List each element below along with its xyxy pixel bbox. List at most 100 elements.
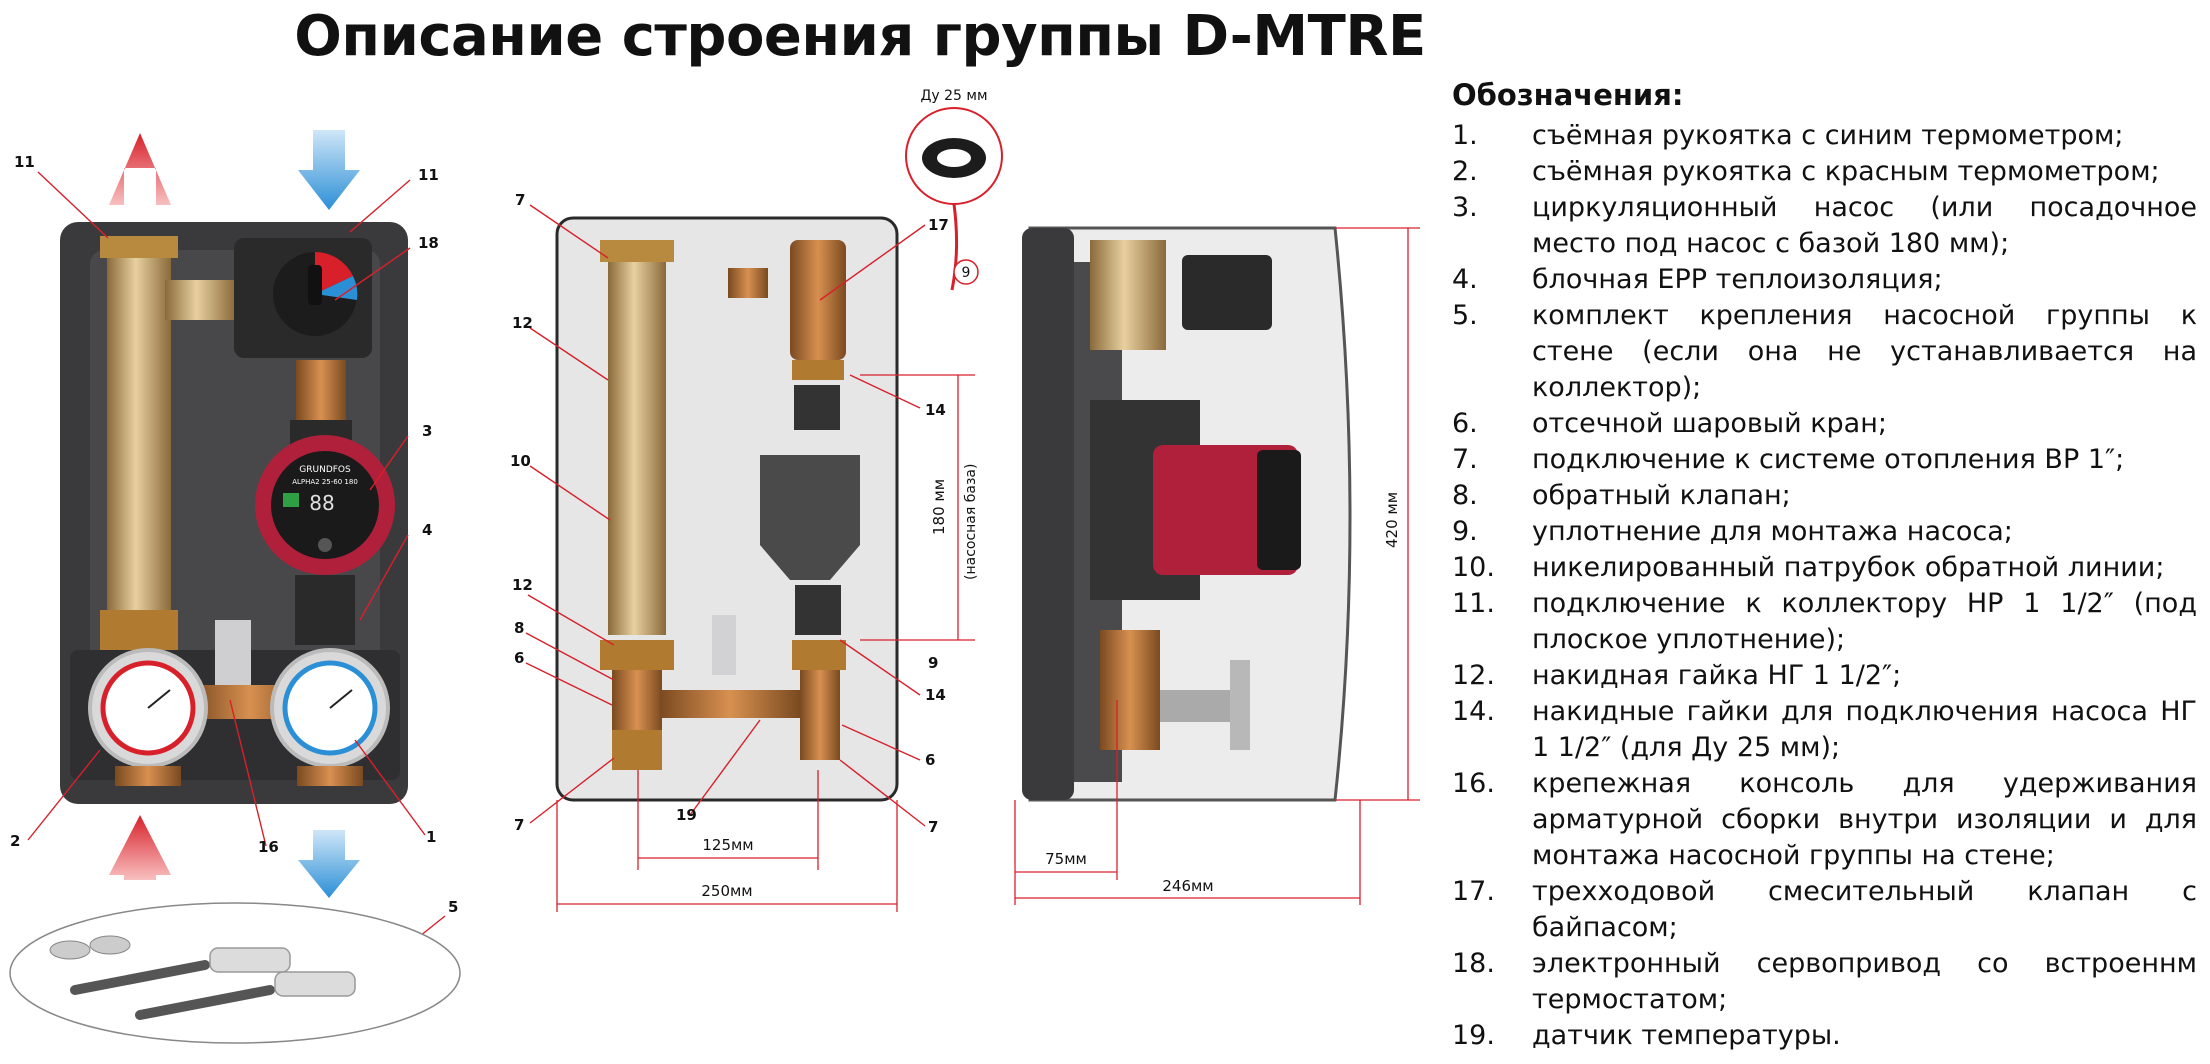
legend-item-text: электронный сервопривод со встроеннм тер… [1532,948,2197,1015]
diagram-illustration: GRUNDFOS ALPHA2 25-60 180 88 [9,88,1420,1044]
legend-item: 11. подключение к коллектору НР 1 1/2″ (п… [1452,586,2197,658]
callout-17: 17 [928,216,949,234]
hot-flow-arrow-up-icon [109,815,171,880]
legend-item-number: 4. [1452,264,1478,295]
legend-item-text: крепежная консоль для удерживания армату… [1532,768,2197,871]
legend-item-text: съёмная рукоятка с красным термометром; [1532,156,2160,187]
callout-12b: 12 [512,576,533,594]
legend-item-text: накидные гайки для подключения насоса НГ… [1532,696,2197,763]
legend-item-number: 16. [1452,768,1495,799]
callout-11b: 11 [418,166,439,184]
middle-view: Ду 25 мм 9 7 12 10 12 8 6 7 [510,88,1003,912]
callout-6a: 6 [514,649,524,667]
legend-item-text: уплотнение для монтажа насоса; [1532,516,2013,547]
legend-item-text: никелированный патрубок обратной линии; [1532,552,2165,583]
callout-6b: 6 [925,751,935,769]
callout-10: 10 [510,452,531,470]
legend-heading: Обозначения: [1452,78,1684,112]
svg-text:88: 88 [309,491,334,515]
depth-total-dimension: 246мм [1162,877,1213,895]
callout-4: 4 [422,521,432,539]
legend-item-number: 14. [1452,696,1495,727]
legend-item-number: 1. [1452,120,1478,151]
legend-item: 3. циркуляционный насос (или посадочное м… [1452,190,2197,262]
legend-item-text: накидная гайка НГ 1 1/2″; [1532,660,1902,691]
legend-item-text: подключение к системе отопления ВР 1″; [1532,444,2125,475]
callout-16: 16 [258,838,279,856]
legend-item: 19. датчик температуры. [1452,1018,2197,1054]
legend-item-text: отсечной шаровый кран; [1532,408,1887,439]
legend-item-text: трехходовой смесительный клапан с байпас… [1532,876,2197,943]
legend-item-number: 10. [1452,552,1495,583]
pump-base-note: (насосная база) [963,464,979,580]
legend-item-text: блочная EPP теплоизоляция; [1532,264,1943,295]
legend-item: 8. обратный клапан; [1452,478,2197,514]
cold-flow-arrow-down-icon [298,830,360,898]
legend-item-text: обратный клапан; [1532,480,1791,511]
callout-2: 2 [10,832,20,850]
callout-11a: 11 [14,153,35,171]
return-pipe [107,240,171,640]
callout-12a: 12 [512,314,533,332]
pump-base-dimension: 180 мм [930,479,948,535]
legend-item-number: 11. [1452,588,1495,619]
callout-18: 18 [418,234,439,252]
height-dimension: 420 мм [1383,492,1401,548]
legend-item: 5. комплект крепления насосной группы к с… [1452,298,2197,406]
legend-item: 9. уплотнение для монтажа насоса; [1452,514,2197,550]
legend-item: 10. никелированный патрубок обратной лини… [1452,550,2197,586]
side-view: 420 мм 75мм 246мм [1014,226,1420,905]
legend-item-text: комплект крепления насосной группы к сте… [1532,300,2197,403]
callout-14a: 14 [925,401,946,419]
legend-list: 1.съёмная рукоятка с синим термометром;2… [1452,118,2197,1054]
legend-item-number: 9. [1452,516,1478,547]
legend-item: 6. отсечной шаровый кран; [1452,406,2197,442]
legend-item: 1. съёмная рукоятка с синим термометром; [1452,118,2197,154]
legend: Обозначения: 1. съёмная рукоятка с синим … [1452,78,2197,1054]
cold-flow-arrow-down-icon [298,130,360,210]
legend-item-number: 17. [1452,876,1495,907]
seal-size-label: Ду 25 мм [920,88,987,104]
legend-item: 4. блочная EPP теплоизоляция; [1452,262,2197,298]
legend-item: 17. трехходовой смесительный клапан с бай… [1452,874,2197,946]
callout-14b: 14 [925,686,946,704]
callout-7a: 7 [515,191,525,209]
inner-width-dimension: 125мм [702,836,753,854]
total-width-dimension: 250мм [701,882,752,900]
hot-flow-arrow-up-icon [109,133,171,205]
callout-9b: 9 [928,654,938,672]
legend-item-number: 8. [1452,480,1478,511]
page-title: Описание строения группы D-MTRE [294,4,1426,69]
legend-item-text: циркуляционный насос (или посадочное мес… [1532,192,2197,259]
legend-item-number: 19. [1452,1020,1495,1051]
legend-item: 18. электронный сервопривод со встроеннм … [1452,946,2197,1018]
wall-mount-kit [9,902,461,1044]
legend-item: 16. крепежная консоль для удерживания арм… [1452,766,2197,874]
legend-item: 14. накидные гайки для подключения насоса… [1452,694,2197,766]
legend-item-number: 7. [1452,444,1478,475]
legend-item: 2. съёмная рукоятка с красным термометром… [1452,154,2197,190]
legend-item-number: 3. [1452,192,1478,223]
callout-7c: 7 [928,818,938,836]
depth-offset-dimension: 75мм [1045,850,1087,868]
callout-3: 3 [422,422,432,440]
callout-8: 8 [514,619,524,637]
legend-item-number: 5. [1452,300,1478,331]
pump-brand-label: GRUNDFOS [299,465,351,475]
legend-item-text: подключение к коллектору НР 1 1/2″ (под … [1532,588,2197,655]
legend-item-text: датчик температуры. [1532,1020,1841,1051]
legend-item-number: 2. [1452,156,1478,187]
callout-19: 19 [676,806,697,824]
legend-item-number: 12. [1452,660,1495,691]
legend-item-text: съёмная рукоятка с синим термометром; [1532,120,2124,151]
callout-1: 1 [426,828,436,846]
callout-7b: 7 [514,816,524,834]
legend-item: 7. подключение к системе отопления ВР 1″; [1452,442,2197,478]
legend-item: 12. накидная гайка НГ 1 1/2″; [1452,658,2197,694]
legend-item-number: 18. [1452,948,1495,979]
callout-5: 5 [448,898,458,916]
left-view: GRUNDFOS ALPHA2 25-60 180 88 [9,130,461,1044]
callout-9-top: 9 [962,265,971,281]
legend-item-number: 6. [1452,408,1478,439]
pump-model-label: ALPHA2 25-60 180 [292,478,358,486]
